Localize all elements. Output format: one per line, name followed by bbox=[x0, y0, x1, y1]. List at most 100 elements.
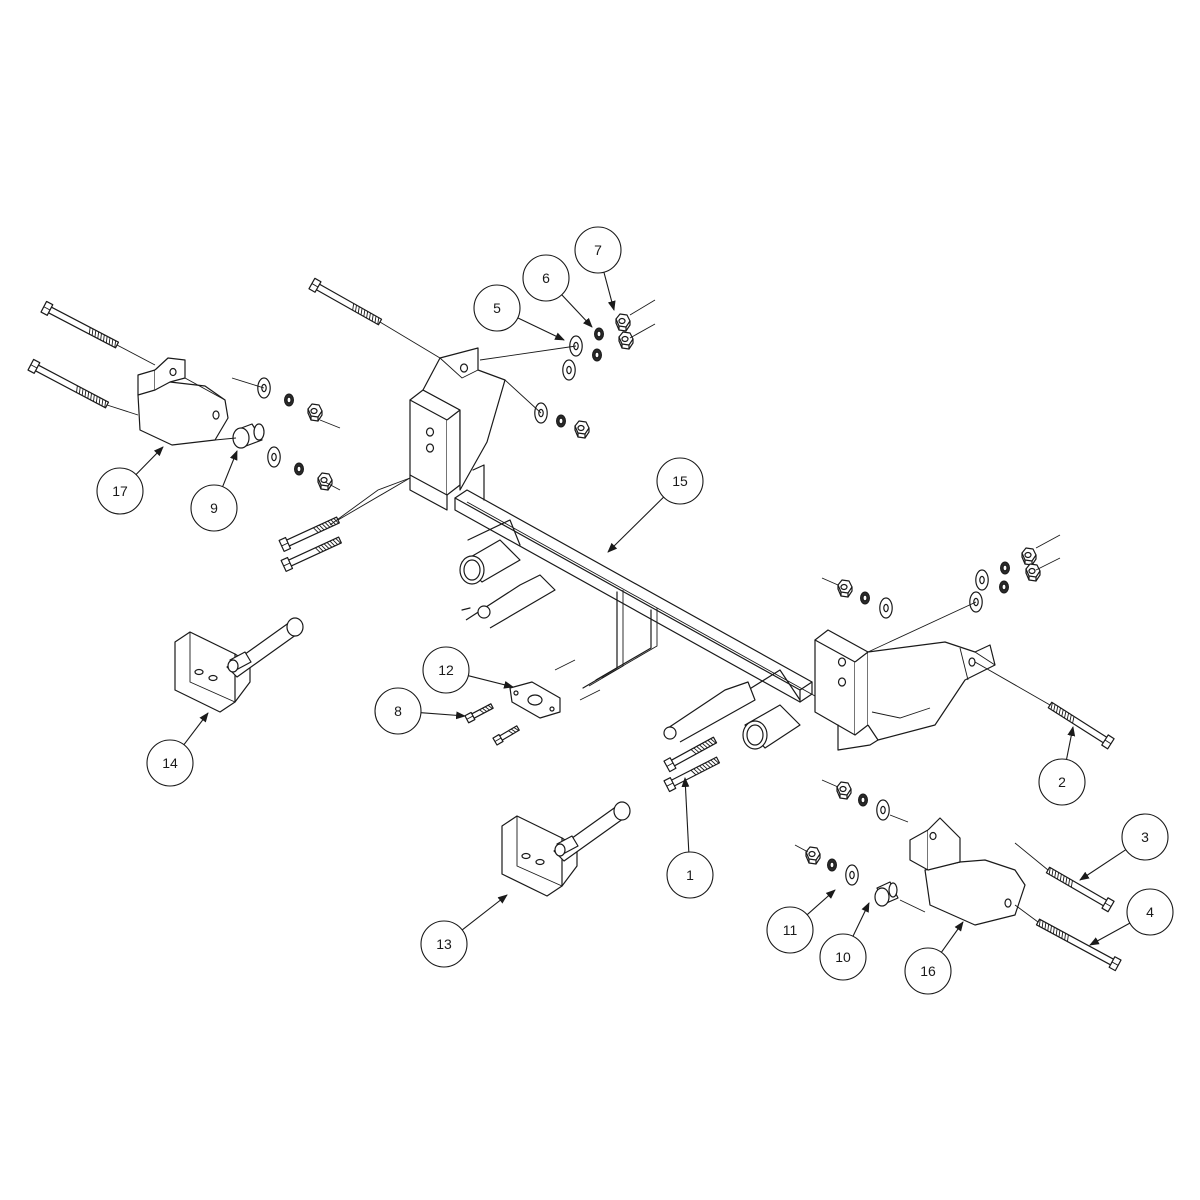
hardware-stack-top-3 bbox=[534, 402, 590, 439]
bolt-left-lower bbox=[280, 536, 342, 572]
callout-circle bbox=[766, 906, 814, 954]
hardware-stack-right-2 bbox=[975, 547, 1037, 591]
callout-leader bbox=[1089, 922, 1131, 946]
right-frame-bracket bbox=[909, 817, 1026, 926]
hex-nut bbox=[1021, 547, 1037, 566]
tow-bracket-14 bbox=[174, 617, 304, 713]
flat-washer bbox=[267, 446, 281, 468]
callout-leader bbox=[561, 294, 593, 328]
callout-circle bbox=[656, 457, 704, 505]
callout-leader bbox=[1079, 849, 1127, 881]
bolt-item-17 bbox=[40, 300, 120, 349]
spacer-item-10 bbox=[874, 881, 899, 907]
callout-number: 13 bbox=[436, 936, 452, 952]
hardware-stack-17-bottom bbox=[267, 446, 333, 491]
hex-nut bbox=[317, 472, 333, 491]
callout-leader bbox=[468, 675, 514, 689]
hardware-stack-16-top bbox=[836, 781, 890, 821]
hex-nut bbox=[805, 846, 821, 865]
callout-6: 6 bbox=[522, 254, 570, 302]
hex-nut bbox=[307, 403, 323, 422]
bolt-item-17 bbox=[27, 358, 110, 409]
flat-washer bbox=[845, 864, 859, 886]
callout-leaders bbox=[135, 272, 1131, 953]
flat-washer bbox=[879, 597, 893, 619]
callout-number: 15 bbox=[672, 473, 688, 489]
callout-circle bbox=[1121, 813, 1169, 861]
flat-washer bbox=[975, 569, 989, 591]
callout-circle bbox=[420, 920, 468, 968]
callout-number: 5 bbox=[493, 300, 501, 316]
lock-washer bbox=[827, 858, 837, 872]
bolt-right-lower bbox=[663, 756, 721, 793]
callout-1: 1 bbox=[666, 851, 714, 899]
callout-leader bbox=[222, 450, 238, 487]
callout-circle bbox=[904, 947, 952, 995]
callout-circle bbox=[574, 226, 622, 274]
lock-washer bbox=[556, 414, 566, 428]
callout-16: 16 bbox=[904, 947, 952, 995]
callout-leader bbox=[420, 711, 466, 720]
callout-circle bbox=[522, 254, 570, 302]
callout-number: 10 bbox=[835, 949, 851, 965]
electrical-plate bbox=[509, 681, 561, 719]
parts-artwork bbox=[27, 277, 1122, 972]
plate-screw bbox=[492, 725, 520, 746]
callout-number: 14 bbox=[162, 755, 178, 771]
hex-nut bbox=[615, 313, 631, 332]
long-bolt bbox=[308, 277, 383, 326]
callout-circle bbox=[374, 687, 422, 735]
callout-13: 13 bbox=[420, 920, 468, 968]
hex-nut bbox=[618, 331, 634, 350]
plate-screw bbox=[464, 703, 494, 724]
lock-washer bbox=[860, 591, 870, 605]
hex-nut bbox=[574, 420, 590, 439]
main-crossbar bbox=[454, 489, 816, 703]
callout-circle bbox=[473, 284, 521, 332]
left-receiver-tube bbox=[459, 519, 556, 629]
callout-circle bbox=[666, 851, 714, 899]
hex-nut bbox=[837, 579, 853, 598]
callout-9: 9 bbox=[190, 484, 238, 532]
callout-circle bbox=[819, 933, 867, 981]
safety-wire-loops bbox=[554, 590, 658, 701]
callout-8: 8 bbox=[374, 687, 422, 735]
callout-number: 16 bbox=[920, 963, 936, 979]
callout-leader bbox=[135, 446, 164, 475]
lock-washer bbox=[1000, 561, 1010, 575]
bolt-item-4 bbox=[1035, 918, 1122, 972]
callout-number: 6 bbox=[542, 270, 550, 286]
callout-leader bbox=[1065, 726, 1076, 760]
callout-leader bbox=[607, 496, 665, 553]
callout-leader bbox=[517, 317, 565, 341]
bolt-item-3 bbox=[1045, 866, 1115, 913]
callout-leader bbox=[681, 777, 690, 853]
left-mount-bracket bbox=[409, 347, 506, 511]
callout-circle bbox=[146, 739, 194, 787]
callout-10: 10 bbox=[819, 933, 867, 981]
callout-leader bbox=[603, 272, 616, 311]
callout-leader bbox=[940, 921, 964, 953]
hardware-stack-16-bottom bbox=[805, 846, 859, 886]
bolt-item-2 bbox=[1047, 701, 1115, 750]
bolt-right-lower bbox=[663, 736, 718, 773]
lock-washer bbox=[284, 393, 294, 407]
callout-17: 17 bbox=[96, 467, 144, 515]
tow-bracket-13 bbox=[501, 801, 631, 897]
callout-7: 7 bbox=[574, 226, 622, 274]
lock-washer bbox=[594, 327, 604, 341]
callout-4: 4 bbox=[1126, 888, 1174, 936]
callout-circle bbox=[422, 646, 470, 694]
callout-number: 3 bbox=[1141, 829, 1149, 845]
callout-number: 1 bbox=[686, 867, 694, 883]
lock-washer bbox=[592, 348, 602, 362]
flat-washer bbox=[562, 359, 576, 381]
lock-washer bbox=[999, 580, 1009, 594]
hex-nut bbox=[836, 781, 852, 800]
callout-leader bbox=[806, 889, 836, 916]
callout-number: 9 bbox=[210, 500, 218, 516]
callout-circle bbox=[1038, 758, 1086, 806]
callout-circle bbox=[1126, 888, 1174, 936]
